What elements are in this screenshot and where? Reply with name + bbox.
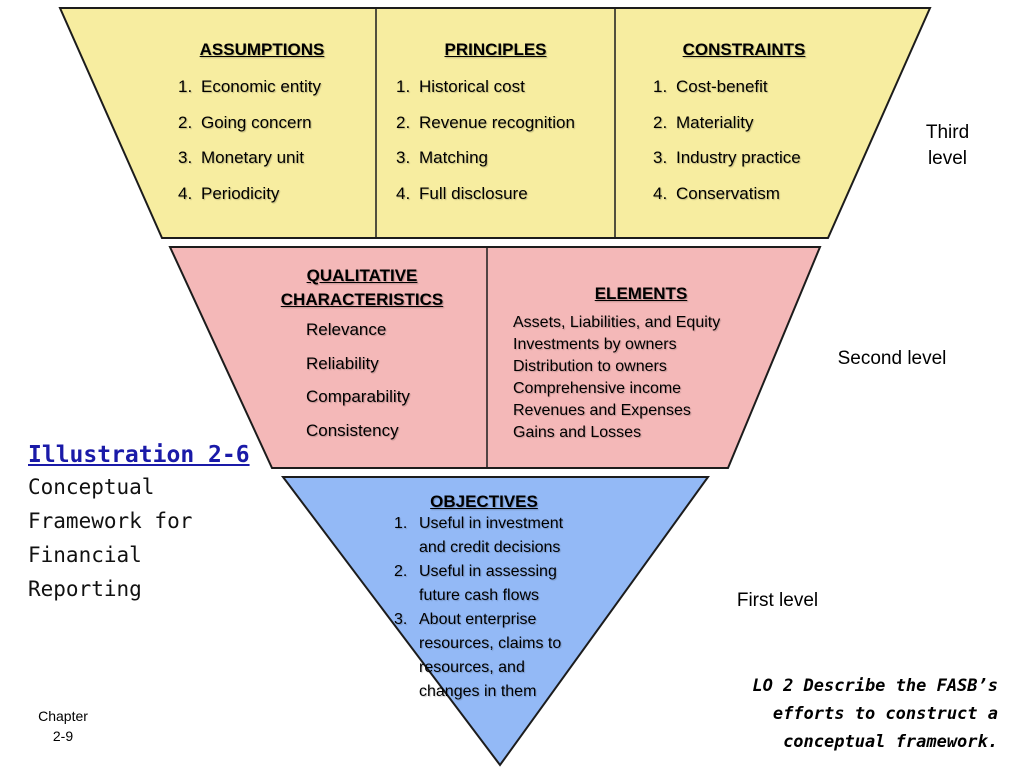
list-item: Relevance xyxy=(306,320,387,339)
list-item: 1. Useful in investment and credit decis… xyxy=(394,515,564,556)
illustration-caption: Illustration 2-6 Conceptual Framework fo… xyxy=(28,442,268,606)
illustration-title: Illustration 2-6 xyxy=(28,442,250,468)
list-item: 3.Monetary unit xyxy=(178,148,304,167)
list-item: Distribution to owners xyxy=(513,358,667,375)
list-item: Consistency xyxy=(306,420,399,440)
list-item: 2.Materiality xyxy=(653,112,754,132)
third-level-band xyxy=(58,7,932,239)
second-level-band xyxy=(168,246,822,469)
principles-header: PRINCIPLES xyxy=(444,40,547,59)
qualitative-header: QUALITATIVE CHARACTERISTICS xyxy=(280,266,444,309)
third-level-label: Third level xyxy=(925,122,970,169)
elements-list: Assets, Liabilities, and Equity Investme… xyxy=(513,312,773,444)
elements-section: ELEMENTS Assets, Liabilities, and Equity… xyxy=(513,284,773,444)
list-item: 3.Industry practice xyxy=(653,148,801,167)
list-item: 4.Conservatism xyxy=(653,183,780,203)
list-item: Assets, Liabilities, and Equity xyxy=(513,314,721,331)
constraints-header: CONSTRAINTS xyxy=(682,40,806,59)
list-item: 2. Useful in assessing future cash flows xyxy=(394,563,557,604)
elements-header: ELEMENTS xyxy=(594,284,688,303)
list-item: 3. About enterprise resources, claims to… xyxy=(394,611,562,700)
list-item: Gains and Losses xyxy=(513,424,642,441)
chapter-label: Chapter 2-9 xyxy=(38,708,88,744)
list-item: Revenues and Expenses xyxy=(513,402,691,419)
list-item: 4.Full disclosure xyxy=(396,183,528,203)
list-item: Reliability xyxy=(306,353,379,373)
list-item: 2.Revenue recognition xyxy=(396,112,575,132)
list-item: 1.Economic entity xyxy=(178,77,321,96)
qualitative-characteristics-section: QUALITATIVE CHARACTERISTICS Relevance Re… xyxy=(262,264,462,454)
list-item: 1.Cost-benefit xyxy=(653,77,768,96)
learning-objective: LO 2 Describe the FASB’s efforts to cons… xyxy=(752,676,998,752)
assumptions-section: ASSUMPTIONS 1.Economic entity 2.Going co… xyxy=(178,40,374,219)
first-level-label: First level xyxy=(736,590,819,611)
assumptions-header: ASSUMPTIONS xyxy=(199,40,325,59)
constraints-list: 1.Cost-benefit 2.Materiality 3.Industry … xyxy=(653,77,843,219)
objectives-list: 1. Useful in investment and credit decis… xyxy=(394,512,614,704)
illustration-subtitle: Conceptual Framework for Financial Repor… xyxy=(28,475,193,601)
list-item: 2.Going concern xyxy=(178,112,312,132)
objectives-section: OBJECTIVES 1. Useful in investment and c… xyxy=(394,492,614,704)
qualitative-list: Relevance Reliability Comparability Cons… xyxy=(262,320,462,454)
principles-section: PRINCIPLES 1.Historical cost 2.Revenue r… xyxy=(396,40,611,219)
list-item: 1.Historical cost xyxy=(396,77,525,96)
list-item: 3.Matching xyxy=(396,148,488,167)
second-level-label: Second level xyxy=(837,348,947,369)
first-level-band xyxy=(280,476,710,767)
constraints-section: CONSTRAINTS 1.Cost-benefit 2.Materiality… xyxy=(653,40,843,219)
list-item: Investments by owners xyxy=(513,336,677,353)
list-item: Comprehensive income xyxy=(513,380,682,397)
list-item: Comparability xyxy=(306,387,410,406)
list-item: 4.Periodicity xyxy=(178,183,280,203)
objectives-header: OBJECTIVES xyxy=(430,492,538,511)
principles-list: 1.Historical cost 2.Revenue recognition … xyxy=(396,77,611,219)
assumptions-list: 1.Economic entity 2.Going concern 3.Mone… xyxy=(178,77,374,219)
